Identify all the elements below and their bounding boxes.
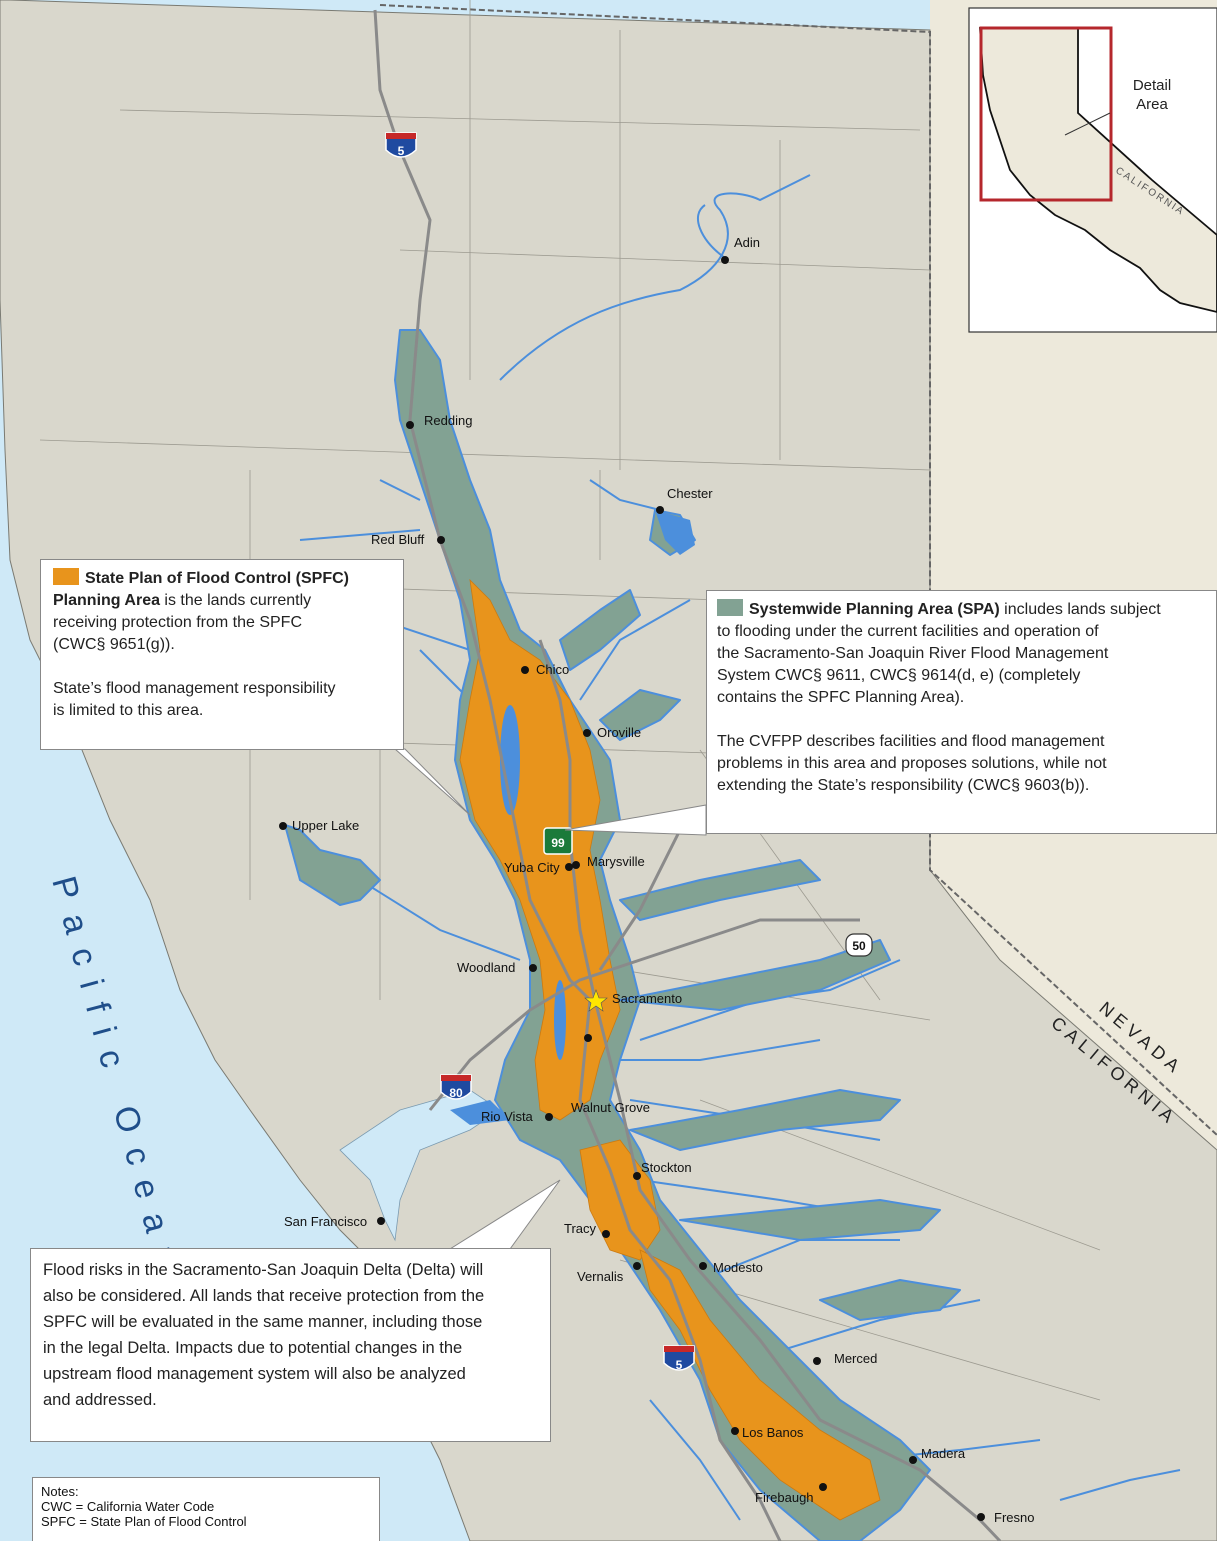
spfc-line3: (CWC§ 9651(g)). xyxy=(53,636,175,653)
spfc-line5: is limited to this area. xyxy=(53,702,204,719)
city-walnut-grove: Walnut Grove xyxy=(571,1100,650,1115)
inset-california-outline xyxy=(979,27,1217,313)
state-boundary xyxy=(379,4,1217,1136)
city-merced: Merced xyxy=(834,1351,877,1366)
interstate-80-label: 80 xyxy=(449,1086,463,1100)
state-route-99-shield: 99 xyxy=(543,827,573,855)
spfc-line1: is the lands currently xyxy=(159,592,312,609)
city-firebaugh: Firebaugh xyxy=(755,1490,814,1505)
city-chester: Chester xyxy=(667,486,713,501)
city-san-francisco: San Francisco xyxy=(284,1214,367,1229)
city-markers xyxy=(279,256,985,1521)
spa-callout: Systemwide Planning Area (SPA) includes … xyxy=(706,590,1217,834)
spfc-title: State Plan of Flood Control (SPFC) xyxy=(85,570,349,587)
city-oroville: Oroville xyxy=(597,725,641,740)
city-madera: Madera xyxy=(921,1446,966,1461)
interstate-5-north-label: 5 xyxy=(398,144,405,158)
city-red-bluff: Red Bluff xyxy=(371,532,425,547)
notes-heading: Notes: xyxy=(41,1484,79,1499)
interstate-5-south-label: 5 xyxy=(676,1358,683,1372)
delta-line6: and addressed. xyxy=(43,1391,157,1409)
city-upper-lake: Upper Lake xyxy=(292,818,359,833)
water-bodies xyxy=(450,510,695,1125)
spa-line2: to flooding under the current facilities… xyxy=(717,623,1099,640)
spfc-line2: receiving protection from the SPFC xyxy=(53,614,302,631)
spa-swatch xyxy=(717,599,743,616)
highways xyxy=(373,9,1002,1541)
inset-detail-frame xyxy=(979,26,1113,202)
city-redding: Redding xyxy=(424,413,472,428)
spa-line3: the Sacramento-San Joaquin River Flood M… xyxy=(717,645,1109,662)
interstate-80-shield: 80 xyxy=(440,1074,472,1100)
inset-locator-map: Detail Area CALIFORNIA xyxy=(968,7,1217,333)
spa-line7: problems in this area and proposes solut… xyxy=(717,755,1107,772)
city-los-banos: Los Banos xyxy=(742,1425,804,1440)
delta-line4: in the legal Delta. Impacts due to poten… xyxy=(43,1339,463,1357)
state-route-99-label: 99 xyxy=(551,836,565,850)
city-modesto: Modesto xyxy=(713,1260,763,1275)
inset-detail-label-1: Detail xyxy=(1133,77,1171,94)
delta-line3: SPFC will be evaluated in the same manne… xyxy=(43,1313,483,1331)
notes-line1: CWC = California Water Code xyxy=(41,1499,215,1514)
city-fresno: Fresno xyxy=(994,1510,1034,1525)
spa-line4: System CWC§ 9611, CWC§ 9614(d, e) (compl… xyxy=(717,667,1081,684)
notes-line2: SPFC = State Plan of Flood Control xyxy=(41,1514,247,1529)
city-chico: Chico xyxy=(536,662,569,677)
city-sacramento: Sacramento xyxy=(612,991,682,1006)
spa-line5: contains the SPFC Planning Area). xyxy=(717,689,965,706)
spfc-line4: State’s flood management responsibility xyxy=(53,680,336,697)
spa-line8: extending the State’s responsibility (CW… xyxy=(717,777,1090,794)
interstate-5-south-shield: 5 xyxy=(663,1345,695,1372)
city-stockton: Stockton xyxy=(641,1160,692,1175)
capital-star-icon xyxy=(584,989,608,1012)
spa-title: Systemwide Planning Area (SPA) xyxy=(749,601,1000,618)
city-tracy: Tracy xyxy=(564,1221,597,1236)
us-50-label: 50 xyxy=(852,939,866,953)
us-50-shield: 50 xyxy=(845,933,873,957)
notes-box: Notes: CWC = California Water Code SPFC … xyxy=(32,1477,380,1541)
city-marysville: Marysville xyxy=(587,854,645,869)
city-woodland: Woodland xyxy=(457,960,515,975)
city-yuba-city: Yuba City xyxy=(504,860,560,875)
delta-line2: also be considered. All lands that recei… xyxy=(43,1287,485,1305)
spfc-swatch xyxy=(53,568,79,585)
city-labels: Adin Redding Chester Red Bluff Chico Oro… xyxy=(284,235,1034,1525)
delta-line5: upstream flood management system will al… xyxy=(43,1365,466,1383)
city-rio-vista: Rio Vista xyxy=(481,1109,534,1124)
inset-detail-label-2: Area xyxy=(1136,96,1168,113)
callout-pointers xyxy=(393,748,707,1250)
spa-line1: includes lands subject xyxy=(999,601,1161,618)
city-adin: Adin xyxy=(734,235,760,250)
interstate-5-north-shield: 5 xyxy=(385,132,417,158)
spa-line6: The CVFPP describes facilities and flood… xyxy=(717,733,1105,750)
delta-line1: Flood risks in the Sacramento-San Joaqui… xyxy=(43,1261,484,1279)
city-vernalis: Vernalis xyxy=(577,1269,624,1284)
spfc-title-2: Planning Area xyxy=(53,592,160,609)
spfc-callout: State Plan of Flood Control (SPFC) Plann… xyxy=(40,559,404,750)
delta-callout: Flood risks in the Sacramento-San Joaqui… xyxy=(30,1248,551,1442)
